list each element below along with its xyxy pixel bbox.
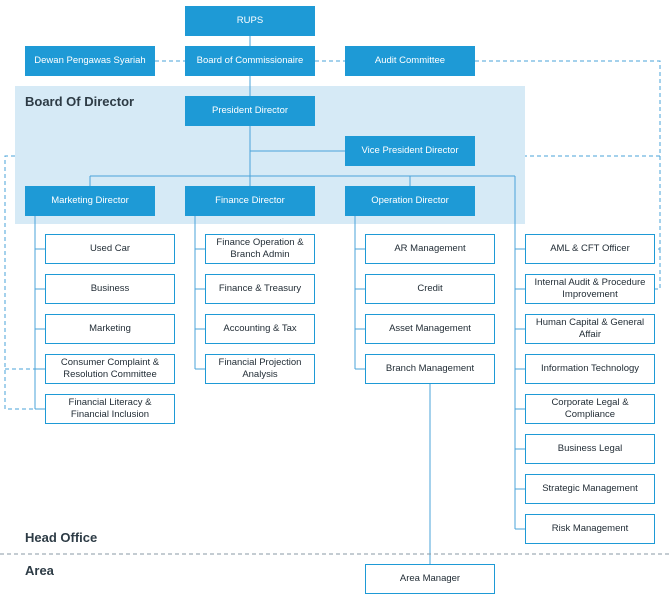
- unit-finance-treasury[interactable]: Finance & Treasury: [205, 274, 315, 304]
- rups-node[interactable]: RUPS: [185, 6, 315, 36]
- dashed-right-internal-audit: [655, 249, 661, 290]
- unit-corporate-legal[interactable]: Corporate Legal & Compliance: [525, 394, 655, 424]
- unit-used-car[interactable]: Used Car: [45, 234, 175, 264]
- unit-financial-literacy[interactable]: Financial Literacy & Financial Inclusion: [45, 394, 175, 424]
- president-director-node[interactable]: President Director: [185, 96, 315, 126]
- unit-finance-operation[interactable]: Finance Operation & Branch Admin: [205, 234, 315, 264]
- unit-credit[interactable]: Credit: [365, 274, 495, 304]
- unit-information-technology[interactable]: Information Technology: [525, 354, 655, 384]
- unit-business-legal[interactable]: Business Legal: [525, 434, 655, 464]
- dewan-pengawas-syariah-node[interactable]: Dewan Pengawas Syariah: [25, 46, 155, 76]
- board-of-commissionaire-node[interactable]: Board of Commissionaire: [185, 46, 315, 76]
- unit-ar-management[interactable]: AR Management: [365, 234, 495, 264]
- audit-committee-node[interactable]: Audit Committee: [345, 46, 475, 76]
- unit-accounting-tax[interactable]: Accounting & Tax: [205, 314, 315, 344]
- marketing-director-node[interactable]: Marketing Director: [25, 186, 155, 216]
- area-label: Area: [25, 563, 54, 578]
- unit-asset-management[interactable]: Asset Management: [365, 314, 495, 344]
- finance-director-node[interactable]: Finance Director: [185, 186, 315, 216]
- dashed-audit-right: [475, 60, 661, 157]
- unit-area-manager[interactable]: Area Manager: [365, 564, 495, 594]
- vice-president-director-node[interactable]: Vice President Director: [345, 136, 475, 166]
- unit-business[interactable]: Business: [45, 274, 175, 304]
- operation-director-node[interactable]: Operation Director: [345, 186, 475, 216]
- unit-financial-projection[interactable]: Financial Projection Analysis: [205, 354, 315, 384]
- head-office-label: Head Office: [25, 530, 98, 545]
- unit-aml-cft-officer[interactable]: AML & CFT Officer: [525, 234, 655, 264]
- unit-human-capital[interactable]: Human Capital & General Affair: [525, 314, 655, 344]
- unit-strategic-management[interactable]: Strategic Management: [525, 474, 655, 504]
- unit-branch-management[interactable]: Branch Management: [365, 354, 495, 384]
- unit-risk-management[interactable]: Risk Management: [525, 514, 655, 544]
- unit-internal-audit[interactable]: Internal Audit & Procedure Improvement: [525, 274, 655, 304]
- unit-consumer-complaint[interactable]: Consumer Complaint & Resolution Committe…: [45, 354, 175, 384]
- dashed-right-aml: [655, 156, 661, 250]
- unit-marketing[interactable]: Marketing: [45, 314, 175, 344]
- dashed-left-literacy: [4, 155, 45, 410]
- board-of-director-label: Board Of Director: [25, 94, 135, 109]
